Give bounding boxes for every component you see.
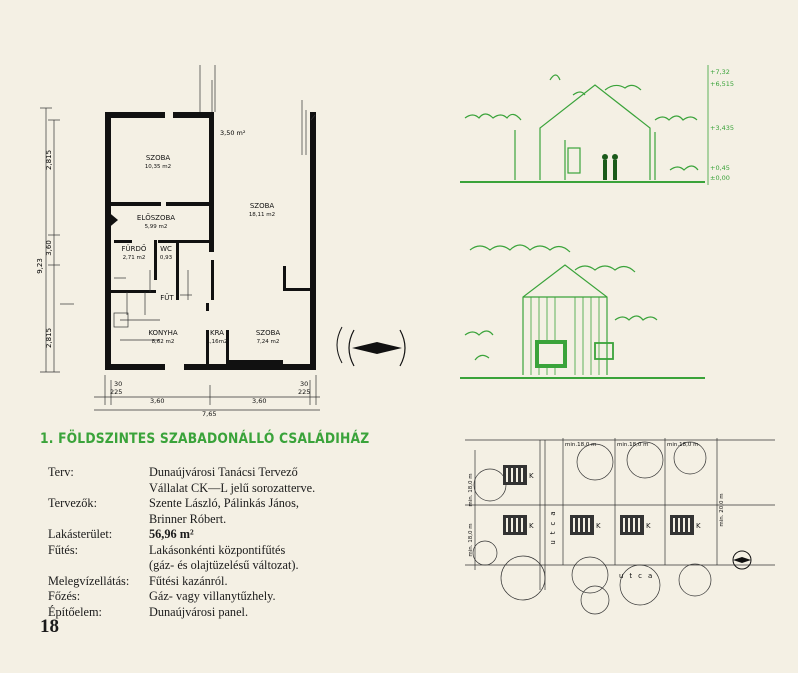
dim-bottom-225-right: 225 [298, 388, 310, 396]
house-marker-4: K [646, 522, 651, 530]
page-number: 18 [40, 616, 59, 637]
spec-value-line: 56,96 m² [149, 527, 194, 541]
room-kra: KRA [210, 329, 224, 337]
street-label-vertical: utca [549, 505, 557, 544]
room-szoba-1: SZOBA [146, 154, 171, 162]
spec-value: Fűtési kazánról. [149, 574, 228, 590]
level-732: +7,32 [710, 68, 730, 76]
dim-bottom-30-right: 30 [300, 380, 308, 388]
room-konyha-area: 8,62 m2 [152, 339, 175, 345]
room-wc: WC [160, 245, 172, 253]
spec-label: Fűtés: [48, 542, 79, 557]
spec-value-line: Dunaújvárosi Tanácsi Tervező [149, 465, 298, 479]
spec-row-terv: Terv: Dunaújvárosi Tanácsi Tervező Válla… [48, 465, 315, 496]
street-label-horizontal: utca [619, 572, 658, 580]
north-arrow-icon [336, 326, 343, 364]
room-furdo-area: 2,71 m2 [123, 255, 146, 261]
level-6515: +6,515 [710, 80, 734, 88]
site-dim-top-3: min.18,0 m [667, 442, 698, 448]
spec-label: Terv: [48, 465, 74, 479]
level-3435: +3,435 [710, 124, 734, 132]
elevation-front: +7,32 +6,515 +3,435 +0,45 ±0,00 [460, 65, 734, 185]
site-dim-right: min. 20,0 m [719, 493, 725, 526]
level-000: ±0,00 [710, 174, 730, 182]
site-dim-left-1: min. 18,0 m [468, 473, 474, 506]
room-szoba-2: SZOBA [250, 202, 275, 210]
spec-value: Dunaújvárosi Tanácsi Tervező Vállalat CK… [149, 465, 315, 496]
house-marker-2: K [529, 522, 534, 530]
spec-row-melegviz: Melegvízellátás: Fűtési kazánról. [48, 574, 315, 590]
dim-bottom-30-left: 30 [114, 380, 122, 388]
spec-label: Főzés: [48, 589, 81, 603]
site-dim-top-1: min.18,0 m [565, 442, 596, 448]
spec-value-line: Vállalat CK—L jelű sorozatterve. [149, 480, 316, 495]
spec-value-line: (gáz- és olajtüzelésű változat). [149, 558, 299, 572]
site-north-arrow-icon [732, 550, 752, 570]
site-plan: K K K K K min.18,0 m min.18,0 m min.18,0… [465, 438, 775, 615]
room-furdo: FÜRDŐ [122, 244, 147, 253]
room-szoba-2-area: 18,11 m2 [249, 212, 275, 218]
spec-row-tervezok: Tervezők: Szente László, Pálinkás János,… [48, 496, 315, 527]
spec-table: Terv: Dunaújvárosi Tanácsi Tervező Válla… [48, 465, 315, 620]
room-konyha: KONYHA [148, 329, 177, 337]
spec-value: 56,96 m² [149, 527, 194, 543]
spec-row-epitoelem: Építőelem: Dunaújvárosi panel. [48, 605, 315, 621]
floor-plan: 9,23 3,60 2,815 2,815 [36, 65, 343, 418]
spec-value-line: Fűtési kazánról. [149, 573, 228, 588]
spec-label: Lakásterület: [48, 527, 113, 541]
dim-bottom-225-left: 225 [110, 388, 122, 396]
dim-bottom-360-left: 3,60 [150, 397, 164, 405]
spec-value: Gáz- vagy villanytűzhely. [149, 589, 276, 605]
elevation-side [460, 244, 705, 379]
level-045: +0,45 [710, 164, 730, 172]
dim-left-bottom: 2,815 [45, 328, 53, 348]
spec-value-line: Brinner Róbert. [149, 511, 227, 526]
room-wc-area: 0,93 [160, 255, 173, 261]
spec-value: Szente László, Pálinkás János, Brinner R… [149, 496, 299, 527]
room-fut: FŰT [160, 293, 174, 302]
room-szoba-1-area: 10,35 m2 [145, 164, 171, 170]
spec-value-line: Gáz- vagy villanytűzhely. [149, 589, 276, 603]
house-marker-3: K [596, 522, 601, 530]
site-dim-left-2: min. 18,0 m [468, 523, 474, 556]
house-marker-5: K [696, 522, 701, 530]
spec-value: Dunaújvárosi panel. [149, 605, 248, 621]
spec-row-futes: Fűtés: Lakásonkénti központifűtés (gáz- … [48, 543, 315, 574]
room-kra-area: 1,16m2 [206, 339, 227, 345]
house-marker-1: K [529, 472, 534, 480]
compass-symbol-icon [348, 329, 406, 367]
spec-value-line: Szente László, Pálinkás János, [149, 496, 299, 510]
spec-value: Lakásonkénti központifűtés (gáz- és olaj… [149, 543, 299, 574]
dim-left-total: 9,23 [36, 258, 44, 274]
dim-left-mid: 3,60 [45, 240, 53, 256]
dim-bottom-total: 7,65 [202, 410, 216, 418]
spec-value-line: Lakásonkénti központifűtés [149, 542, 286, 557]
page-title: 1. FÖLDSZINTES SZABADONÁLLÓ CSALÁDIHÁZ [40, 431, 370, 447]
spec-label: Tervezők: [48, 496, 97, 510]
dim-left-top: 2,815 [45, 150, 53, 170]
spec-label: Melegvízellátás: [48, 573, 130, 588]
spec-row-fozes: Főzés: Gáz- vagy villanytűzhely. [48, 589, 315, 605]
dim-bottom-360-right: 3,60 [252, 397, 266, 405]
room-eloszoba-area: 5,99 m2 [145, 224, 168, 230]
spec-value-line: Dunaújvárosi panel. [149, 604, 249, 619]
terrace-area: 3,50 m² [220, 129, 246, 137]
spec-label: Építőelem: [48, 604, 102, 619]
room-szoba-3: SZOBA [256, 329, 281, 337]
room-szoba-3-area: 7,24 m2 [257, 339, 280, 345]
spec-row-lakasterulet: Lakásterület: 56,96 m² [48, 527, 315, 543]
site-dim-top-2: min.18,0 m [617, 442, 648, 448]
room-eloszoba: ELŐSZOBA [137, 213, 175, 222]
